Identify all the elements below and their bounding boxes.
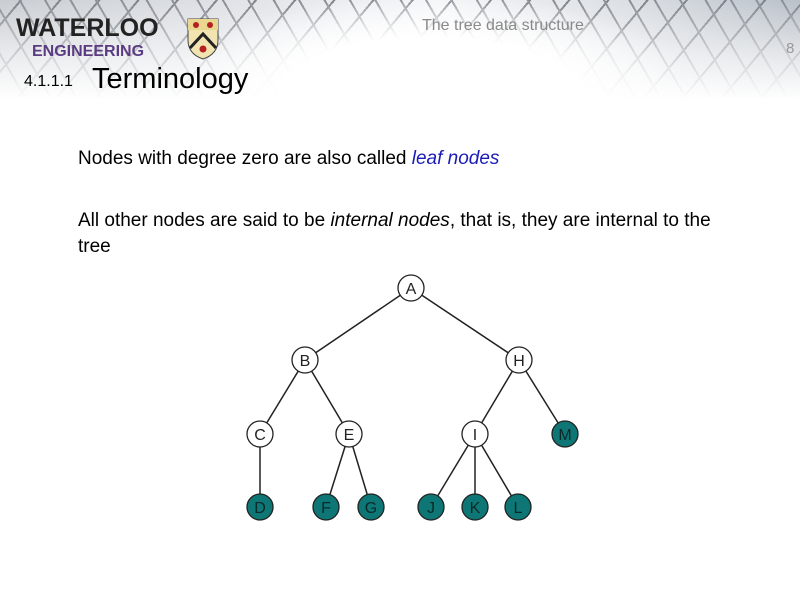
- tree-node-I: I: [461, 420, 489, 448]
- tree-node-A: A: [397, 274, 425, 302]
- tree-edge-B-C: [259, 359, 306, 435]
- paragraph-text: Nodes with degree zero are also called: [78, 148, 412, 169]
- header-fade: [180, 0, 680, 110]
- tree-node-E: E: [335, 420, 363, 448]
- tree-node-G: G: [357, 493, 385, 521]
- node-label: E: [344, 427, 355, 444]
- paragraph-text: All other nodes are said to be: [78, 210, 331, 231]
- term-leaf-nodes: leaf nodes: [411, 148, 500, 169]
- tree-node-L: L: [504, 493, 532, 521]
- node-circle: [551, 420, 579, 448]
- tree-node-J: J: [417, 493, 445, 521]
- tree-edge-B-E: [304, 359, 350, 435]
- node-label: F: [321, 500, 331, 517]
- course-title: The tree data structure: [422, 17, 584, 34]
- tree-node-D: D: [246, 493, 274, 521]
- node-label: K: [470, 500, 481, 517]
- logo-waterloo: WATERLOO: [16, 14, 159, 42]
- node-circle: [246, 493, 274, 521]
- paragraph-text: , that is, they are internal to the tree: [78, 210, 711, 257]
- node-circle: [246, 420, 274, 448]
- tree-edge-H-M: [518, 359, 566, 435]
- paragraph-internal-nodes: All other nodes are said to be internal …: [78, 208, 718, 260]
- node-label: I: [473, 427, 477, 444]
- node-label: H: [513, 353, 525, 370]
- node-label: A: [406, 281, 417, 298]
- node-circle: [312, 493, 340, 521]
- crest-icon: [187, 18, 219, 60]
- paragraph-leaf-nodes: Nodes with degree zero are also called l…: [78, 146, 718, 172]
- section-number: 4.1.1.1: [24, 73, 73, 90]
- node-circle: [504, 493, 532, 521]
- node-circle: [397, 274, 425, 302]
- node-circle: [505, 346, 533, 374]
- tree-node-M: M: [551, 420, 579, 448]
- tree-node-K: K: [461, 493, 489, 521]
- node-circle: [357, 493, 385, 521]
- tree-edge-I-J: [430, 433, 476, 508]
- tree-node-C: C: [246, 420, 274, 448]
- node-label: B: [300, 353, 311, 370]
- logo-engineering: ENGINEERING: [32, 43, 145, 60]
- tree-edge-A-H: [410, 287, 520, 361]
- node-label: J: [427, 500, 435, 517]
- node-circle: [335, 420, 363, 448]
- tree-node-H: H: [505, 346, 533, 374]
- node-label: G: [365, 500, 377, 517]
- tree-edge-I-L: [474, 433, 519, 508]
- tree-edge-H-I: [474, 359, 520, 435]
- slide-title: Terminology: [92, 63, 249, 95]
- node-label: M: [558, 427, 571, 444]
- node-circle: [291, 346, 319, 374]
- tree-node-F: F: [312, 493, 340, 521]
- node-label: C: [254, 427, 266, 444]
- node-circle: [461, 420, 489, 448]
- node-circle: [461, 493, 489, 521]
- page-number: 8: [786, 40, 795, 57]
- node-circle: [417, 493, 445, 521]
- term-internal-nodes: internal nodes: [330, 210, 450, 231]
- node-label: L: [514, 500, 523, 517]
- node-label: D: [254, 500, 266, 517]
- tree-edge-A-B: [304, 287, 412, 361]
- tree-node-B: B: [291, 346, 319, 374]
